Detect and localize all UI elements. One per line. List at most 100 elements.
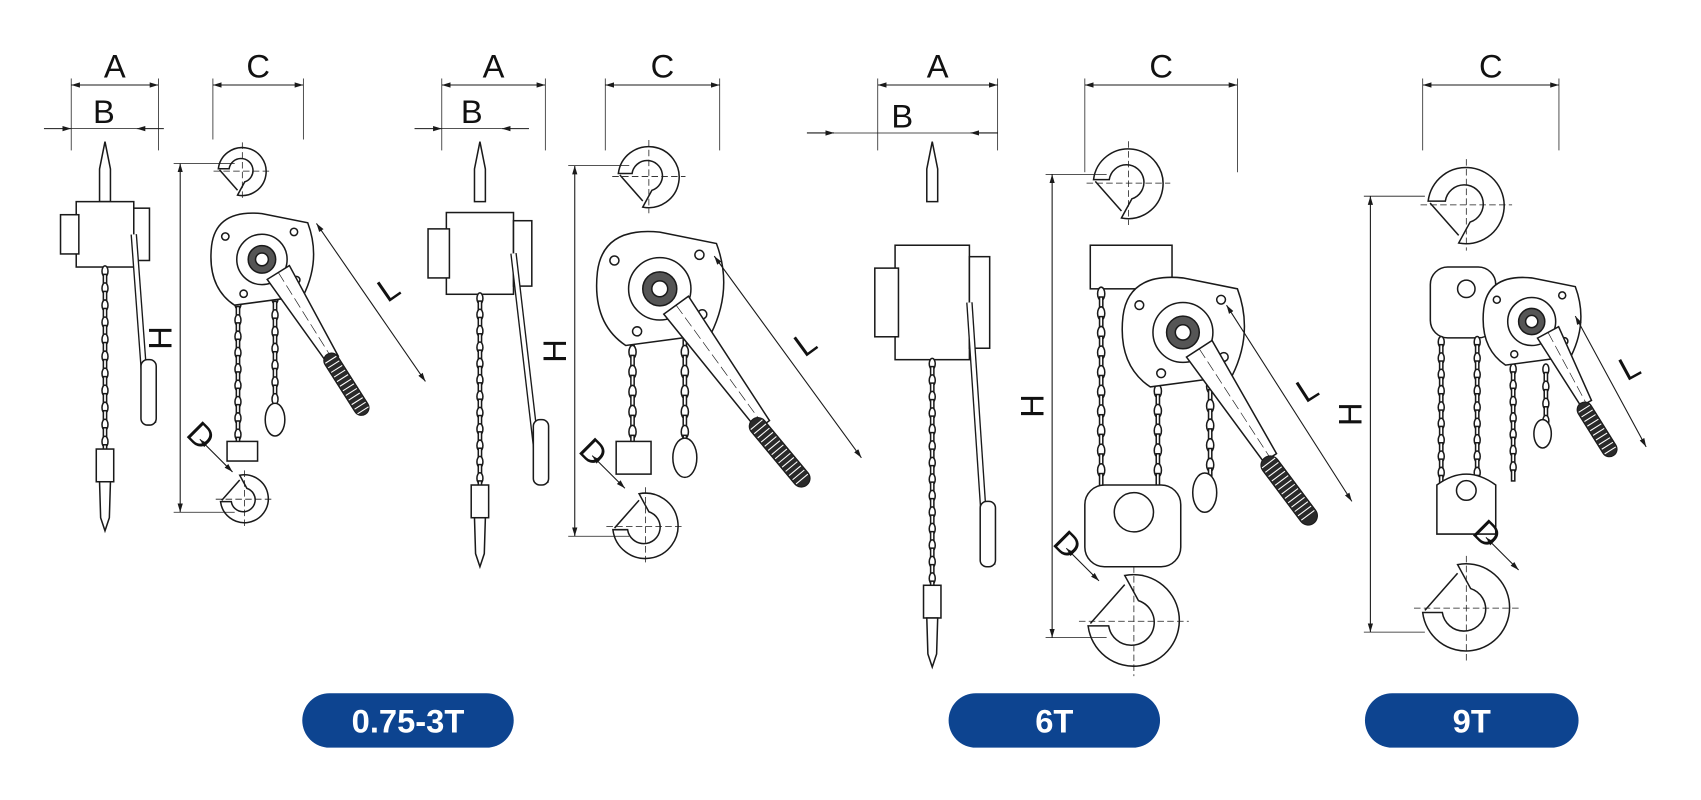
- dimension-label-a: A: [927, 47, 949, 84]
- bolt: [1215, 294, 1227, 305]
- hook: [617, 145, 680, 209]
- badge-label: 6T: [1035, 702, 1073, 739]
- grip-ridge: [348, 392, 361, 401]
- bolt: [1156, 368, 1167, 379]
- dimension-label-b: B: [891, 98, 913, 135]
- hook-latch: [1089, 584, 1126, 625]
- lever-grip-side: [532, 418, 550, 486]
- hook-latch: [221, 479, 241, 501]
- badge-9t: 9T: [1364, 693, 1579, 748]
- bolt: [220, 232, 230, 241]
- lever-grip-side: [979, 500, 997, 568]
- dimension-label-h: H: [536, 339, 573, 363]
- hook: [219, 474, 270, 524]
- chain-end-link: [1191, 472, 1218, 514]
- grip-ridge: [1300, 509, 1315, 521]
- chain-end-link: [264, 402, 286, 437]
- dimension-label-h: H: [141, 326, 178, 350]
- hook: [1092, 148, 1164, 220]
- dimension-label-d: D: [1046, 523, 1089, 566]
- lever-grip: [748, 417, 811, 488]
- lever-grip: [1260, 455, 1318, 526]
- hoist-0.75-3t-large-side-view: AB: [414, 47, 550, 570]
- chain-link: [1510, 469, 1516, 482]
- dimension-label-l: L: [787, 323, 824, 364]
- hook-latch: [613, 499, 640, 529]
- dimension-label-c: C: [651, 47, 675, 84]
- grip-ridge: [354, 401, 366, 410]
- top-hook-side: [473, 141, 487, 203]
- dimension-label-a: A: [104, 47, 126, 84]
- hoist-0.75-3t-side-view: AB: [43, 47, 164, 534]
- hoist-6t-side-view: AB: [806, 47, 999, 670]
- dimension-label-d: D: [180, 414, 223, 457]
- bolt: [609, 255, 620, 266]
- bolt: [289, 227, 299, 237]
- lever-grip: [1576, 401, 1618, 458]
- hoist-body-side: [445, 211, 515, 296]
- bolt: [239, 289, 249, 299]
- grip-ridge: [781, 457, 795, 468]
- hook: [1427, 166, 1505, 245]
- grip-ridge: [792, 469, 805, 481]
- bolt: [1510, 349, 1519, 359]
- brake-cover: [59, 213, 80, 255]
- axle: [1524, 314, 1539, 329]
- hook-latch: [1424, 572, 1459, 611]
- badge-label: 9T: [1453, 702, 1491, 739]
- bottom-hook-side: [473, 516, 487, 570]
- bottom-hook-side: [926, 617, 939, 670]
- hook: [1087, 573, 1181, 667]
- grip-ridge: [785, 461, 798, 472]
- grip-ridge: [1604, 446, 1617, 455]
- hook-latch: [218, 169, 239, 191]
- axle: [651, 280, 669, 298]
- hook: [612, 492, 679, 560]
- badge-background: [1364, 693, 1579, 748]
- dimension-label-c: C: [246, 47, 270, 84]
- dimension-label-c: C: [1149, 47, 1173, 84]
- grip-ridge: [357, 406, 369, 415]
- bottom-block-side: [922, 584, 942, 619]
- dimension-label-l: L: [1289, 369, 1324, 410]
- dimension-line: [1485, 536, 1520, 571]
- dimension-line: [315, 223, 426, 382]
- hook: [1421, 563, 1511, 652]
- hook-latch: [1094, 180, 1123, 212]
- bolt: [694, 249, 705, 261]
- dimension-line: [1574, 315, 1647, 448]
- bolt: [1557, 291, 1567, 300]
- dimension-label-h: H: [1013, 394, 1050, 418]
- axle: [254, 252, 270, 267]
- grip-ridge: [1297, 505, 1312, 517]
- dimension-line: [1226, 304, 1353, 502]
- grip-body: [323, 352, 370, 416]
- dimension-label-l: L: [1612, 346, 1646, 387]
- dimension-label-c: C: [1479, 47, 1503, 84]
- brake-cover: [427, 228, 451, 279]
- dimension-line: [591, 455, 626, 489]
- lever-grip-side: [140, 358, 157, 426]
- axle: [1174, 324, 1192, 341]
- dimension-label-b: B: [93, 93, 115, 130]
- bottom-block: [1436, 473, 1497, 535]
- grip-ridge: [795, 473, 809, 485]
- upper-sheave: [1456, 279, 1476, 299]
- grip-ridge: [788, 465, 802, 476]
- top-hook-side: [98, 141, 112, 203]
- hoist-6t-front-view: C H L D: [1013, 47, 1353, 677]
- hoist-body-side: [894, 244, 971, 361]
- dimension-label-h: H: [1332, 402, 1369, 426]
- badge-0.75-3t: 0.75-3T: [302, 693, 514, 748]
- dimension-line: [713, 255, 862, 459]
- bottom-sheave: [1113, 491, 1155, 533]
- chain-end-link: [672, 437, 698, 479]
- grip-ridge: [345, 387, 358, 396]
- bottom-block: [615, 440, 652, 475]
- bolt: [1492, 295, 1502, 304]
- dimension-label-l: L: [370, 268, 406, 309]
- bottom-block: [226, 440, 259, 462]
- chain-end-link: [1533, 418, 1553, 449]
- bottom-block-side: [95, 448, 115, 483]
